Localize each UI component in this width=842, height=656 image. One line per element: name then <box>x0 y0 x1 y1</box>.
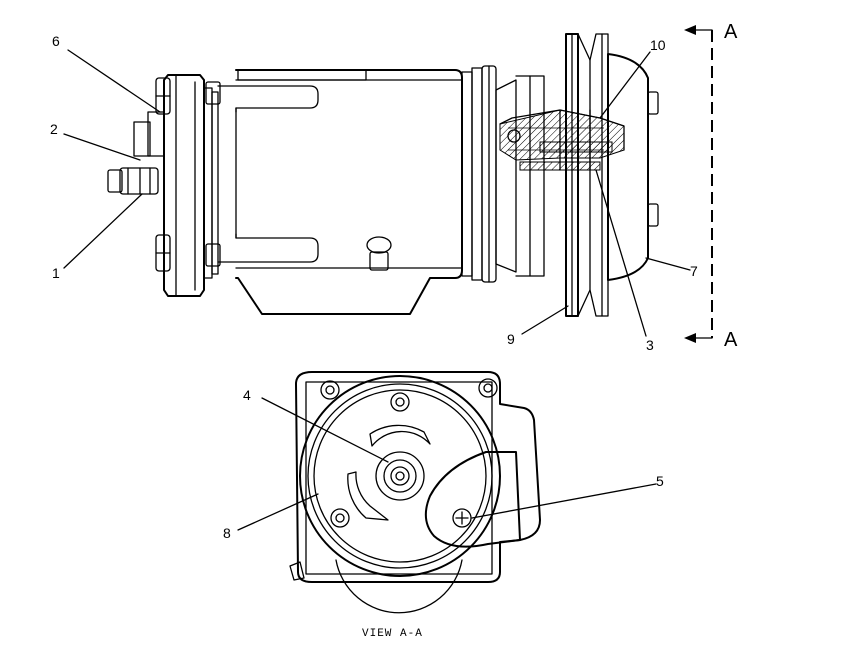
callout-2: 2 <box>50 121 58 137</box>
callout-3: 3 <box>646 337 654 353</box>
mount-ear-bottom <box>217 233 319 263</box>
view-caption: VIEW A-A <box>362 628 423 640</box>
callout-7: 7 <box>690 263 698 279</box>
section-letter-bottom: A <box>724 329 738 351</box>
shaft-section <box>499 109 625 171</box>
callout-10: 10 <box>650 37 666 53</box>
callout-8: 8 <box>223 525 231 541</box>
front-view <box>289 371 541 614</box>
callout-4: 4 <box>243 387 251 403</box>
mount-ear-top <box>217 85 319 113</box>
section-marker <box>684 25 713 343</box>
switch-bracket <box>424 451 521 548</box>
pulley <box>565 33 609 317</box>
section-letter-top: A <box>724 21 738 43</box>
callout-9: 9 <box>507 331 515 347</box>
clutch-plate <box>607 53 649 281</box>
side-view <box>107 33 659 317</box>
callout-labels: 6 2 1 10 7 9 3 4 8 5 A A VIEW A-A <box>50 21 738 640</box>
callout-5: 5 <box>656 473 664 489</box>
compressor-body <box>235 69 463 315</box>
leader-lines <box>63 49 691 337</box>
view-leader-lines <box>237 397 657 531</box>
callout-1: 1 <box>52 265 60 281</box>
callout-6: 6 <box>52 33 60 49</box>
